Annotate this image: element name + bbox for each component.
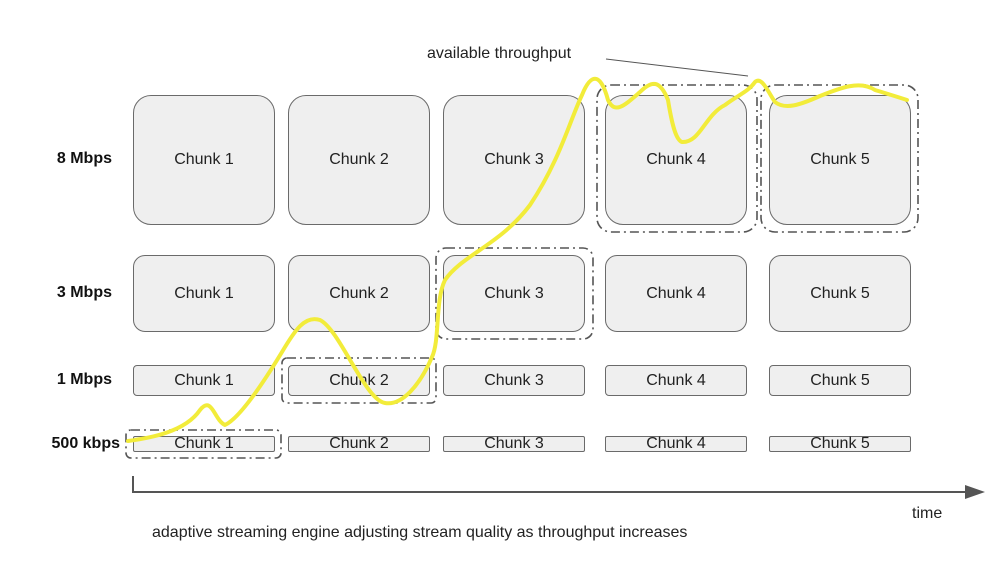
chunk-3mbps-3: Chunk 3 <box>443 255 585 332</box>
time-label: time <box>912 505 943 522</box>
row-label-8mbps: 8 Mbps <box>56 150 112 167</box>
caption: adaptive streaming engine adjusting stre… <box>152 524 688 541</box>
throughput-label: available throughput <box>427 45 572 62</box>
chunk-8mbps-2: Chunk 2 <box>288 95 430 225</box>
chunk-8mbps-1: Chunk 1 <box>133 95 275 225</box>
chunk-500kbps-4: Chunk 4 <box>605 436 747 452</box>
chunk-3mbps-5: Chunk 5 <box>769 255 911 332</box>
row-label-500kbps: 500 kbps <box>51 435 120 452</box>
throughput-leader <box>605 58 749 77</box>
chunk-1mbps-5: Chunk 5 <box>769 365 911 396</box>
chunk-3mbps-4: Chunk 4 <box>605 255 747 332</box>
chunk-3mbps-1: Chunk 1 <box>133 255 275 332</box>
time-arrow-head <box>965 485 985 499</box>
chunk-1mbps-2: Chunk 2 <box>288 365 430 396</box>
chunk-8mbps-3: Chunk 3 <box>443 95 585 225</box>
chunk-500kbps-5: Chunk 5 <box>769 436 911 452</box>
chunk-8mbps-5: Chunk 5 <box>769 95 911 225</box>
chunk-1mbps-1: Chunk 1 <box>133 365 275 396</box>
chunk-3mbps-2: Chunk 2 <box>288 255 430 332</box>
chunk-1mbps-4: Chunk 4 <box>605 365 747 396</box>
row-label-3mbps: 3 Mbps <box>56 284 112 301</box>
chunk-8mbps-4: Chunk 4 <box>605 95 747 225</box>
chunk-500kbps-3: Chunk 3 <box>443 436 585 452</box>
row-label-1mbps: 1 Mbps <box>56 371 112 388</box>
chunk-500kbps-1: Chunk 1 <box>133 436 275 452</box>
chunk-1mbps-3: Chunk 3 <box>443 365 585 396</box>
chunk-500kbps-2: Chunk 2 <box>288 436 430 452</box>
